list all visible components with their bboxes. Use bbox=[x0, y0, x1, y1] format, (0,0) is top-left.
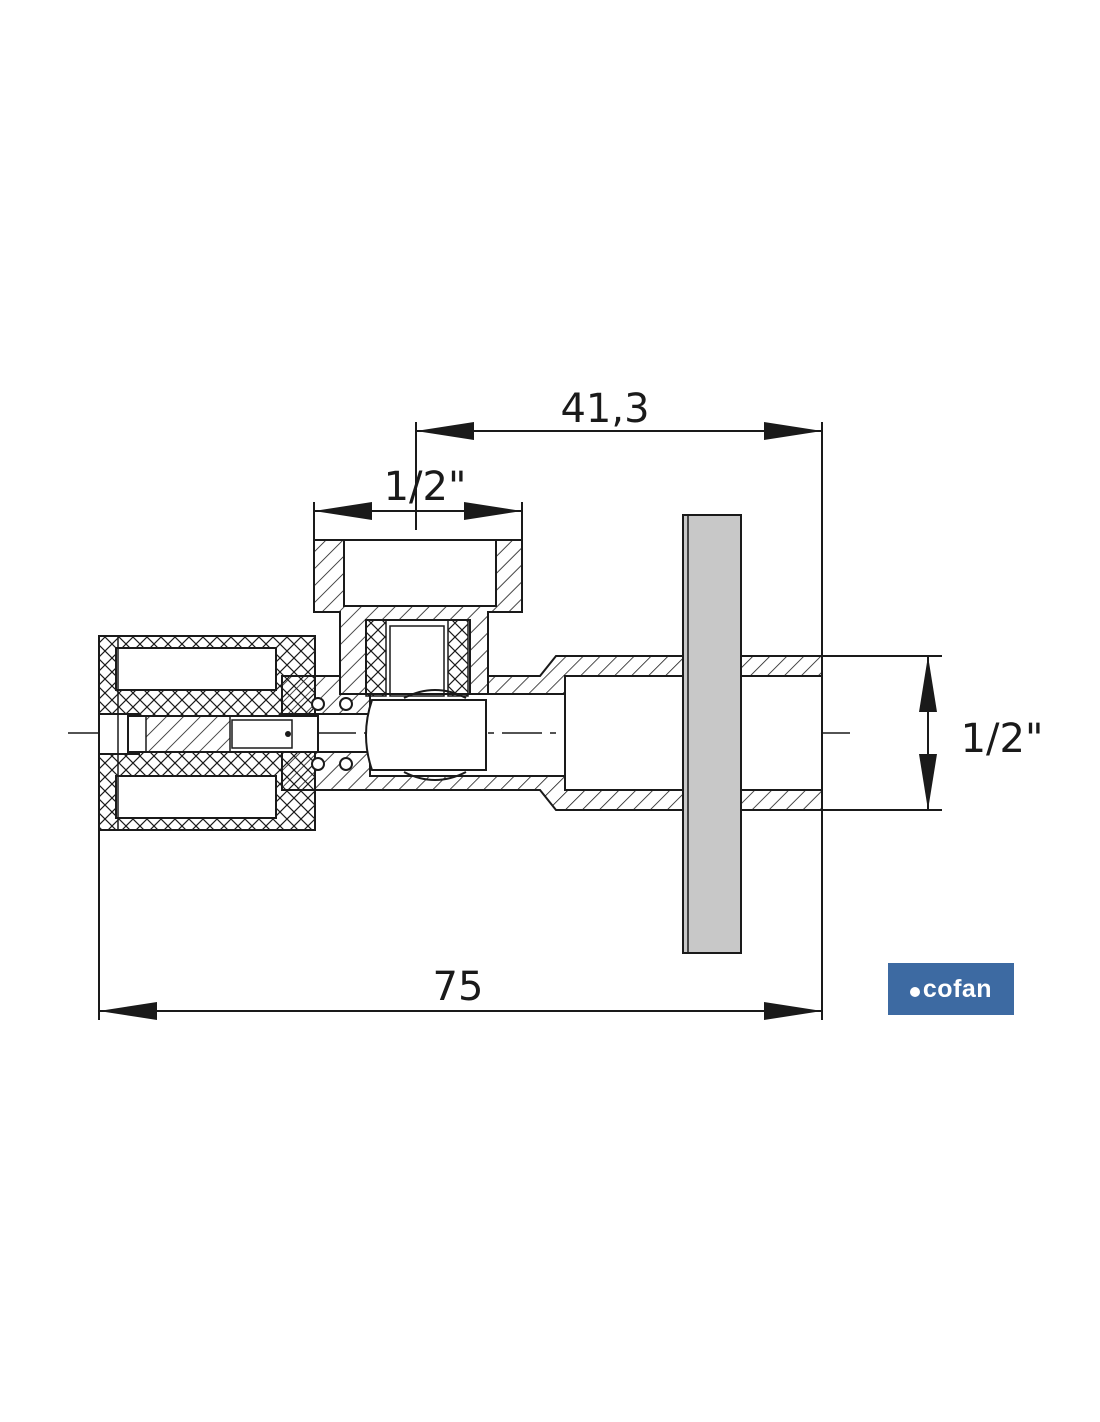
cartridge-right bbox=[447, 619, 469, 697]
o-ring bbox=[339, 757, 353, 771]
arrowhead bbox=[764, 1002, 822, 1020]
logo-dot-icon bbox=[909, 987, 920, 997]
dimension-label-top: 41,3 bbox=[560, 386, 649, 432]
arrowhead bbox=[764, 422, 822, 440]
spindle-thread bbox=[145, 715, 231, 753]
dimension-top-distance: 41,3 bbox=[415, 386, 823, 1020]
handle-recess-bottom bbox=[115, 775, 277, 819]
dimension-overall-length: 75 bbox=[98, 640, 822, 1020]
wall-flange bbox=[682, 514, 742, 954]
handle-recess-top bbox=[115, 647, 277, 691]
valve-ball bbox=[403, 689, 467, 699]
arrowhead bbox=[464, 502, 522, 520]
valve-spindle bbox=[127, 715, 319, 753]
arrowhead bbox=[314, 502, 372, 520]
dimension-label-top-thread: 1/2" bbox=[384, 464, 467, 510]
o-ring bbox=[339, 697, 353, 711]
dimension-top-thread: 1/2" bbox=[313, 464, 523, 540]
cartridge-left bbox=[365, 619, 387, 697]
cofan-logo: cofan bbox=[888, 963, 1014, 1015]
o-ring bbox=[311, 697, 325, 711]
valve-chamber bbox=[365, 699, 487, 771]
dimension-label-overall: 75 bbox=[433, 964, 484, 1010]
arrowhead bbox=[919, 754, 937, 810]
arrowhead bbox=[99, 1002, 157, 1020]
arrowhead bbox=[919, 656, 937, 712]
dimension-label-side-thread: 1/2" bbox=[961, 716, 1044, 762]
flange-plate bbox=[682, 514, 742, 954]
arrowhead bbox=[416, 422, 474, 440]
spindle-pin bbox=[285, 731, 291, 737]
dimension-side-thread: 1/2" bbox=[822, 655, 1044, 811]
top-inlet-bore bbox=[343, 539, 497, 607]
o-ring bbox=[311, 757, 325, 771]
cartridge-core bbox=[389, 625, 445, 697]
spindle-tip bbox=[231, 719, 293, 749]
logo-text: cofan bbox=[922, 974, 993, 1003]
valve-ball bbox=[403, 771, 467, 781]
